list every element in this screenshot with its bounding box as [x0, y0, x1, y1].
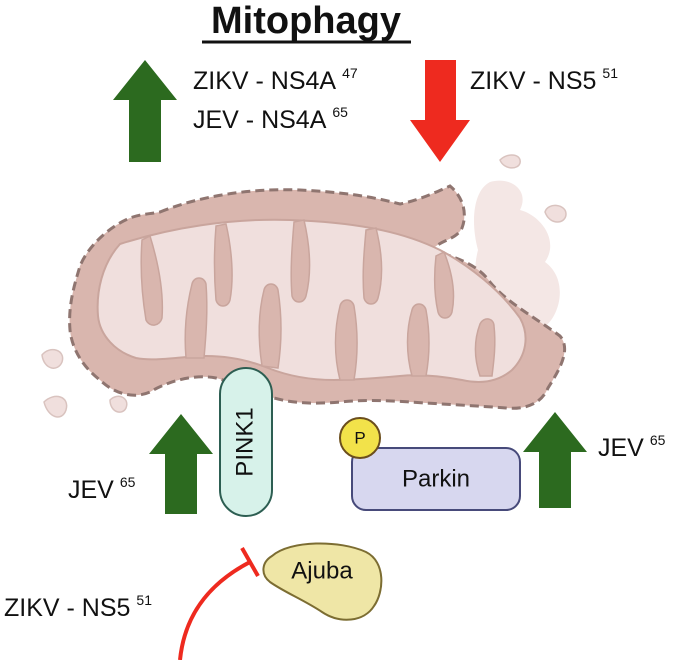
mito-fragment [499, 154, 521, 169]
ajuba-label: Ajuba [291, 557, 353, 584]
label-jev-right: JEV 65 [598, 432, 666, 462]
label-zikv-ns4a: ZIKV - NS4A 47 [193, 65, 358, 95]
phospho-label: P [354, 428, 365, 447]
mito-fragment [109, 395, 128, 413]
up-arrow-icon-mid-left [149, 414, 213, 514]
down-arrow-icon-top-right [410, 60, 470, 162]
up-arrow-icon-mid-right [523, 412, 587, 508]
label-jev-left: JEV 65 [68, 474, 136, 504]
label-zikv-ns4a-ref: 47 [342, 65, 358, 81]
label-jev-left-text: JEV [68, 476, 114, 504]
ajuba-protein [262, 542, 383, 621]
diagram-title: Mitophagy [211, 0, 401, 42]
label-zikv-ns4a-text: ZIKV - NS4A [193, 67, 336, 95]
inhibition-bar [240, 547, 260, 577]
pink1-protein [219, 367, 273, 517]
mito-fragment [43, 395, 68, 418]
mitochondrion [41, 154, 567, 418]
mito-crista [184, 277, 208, 359]
mito-crista [406, 303, 430, 377]
label-zikv-ns5-top: ZIKV - NS5 51 [470, 65, 618, 95]
mito-fragment [41, 348, 64, 369]
parkin-protein [351, 447, 521, 511]
label-zikv-ns5-bottom-text: ZIKV - NS5 [4, 594, 130, 622]
label-zikv-ns5-bottom-ref: 51 [136, 592, 152, 608]
label-jev-right-text: JEV [598, 434, 644, 462]
inhibition-line [178, 560, 251, 660]
mito-crista [213, 223, 233, 307]
label-zikv-ns5-top-ref: 51 [602, 65, 618, 81]
phospho-badge [339, 417, 381, 459]
mito-crista [140, 234, 164, 326]
mito-crista [290, 219, 311, 303]
mito-crista [474, 318, 496, 377]
label-jev-left-ref: 65 [120, 474, 136, 490]
label-jev-ns4a-ref: 65 [332, 104, 348, 120]
label-zikv-ns5-top-text: ZIKV - NS5 [470, 67, 596, 95]
mito-crista [258, 283, 282, 369]
mito-crista [433, 250, 455, 319]
pink1-label: PINK1 [231, 407, 258, 476]
label-jev-right-ref: 65 [650, 432, 666, 448]
parkin-label: Parkin [402, 465, 470, 492]
label-jev-ns4a-text: JEV - NS4A [193, 106, 327, 134]
mito-fragment [544, 204, 567, 223]
mito-crista [362, 227, 383, 305]
mito-crista [334, 299, 358, 381]
label-zikv-ns5-bottom: ZIKV - NS5 51 [4, 592, 152, 622]
up-arrow-icon-top-left [113, 60, 177, 162]
label-jev-ns4a: JEV - NS4A 65 [193, 104, 348, 134]
